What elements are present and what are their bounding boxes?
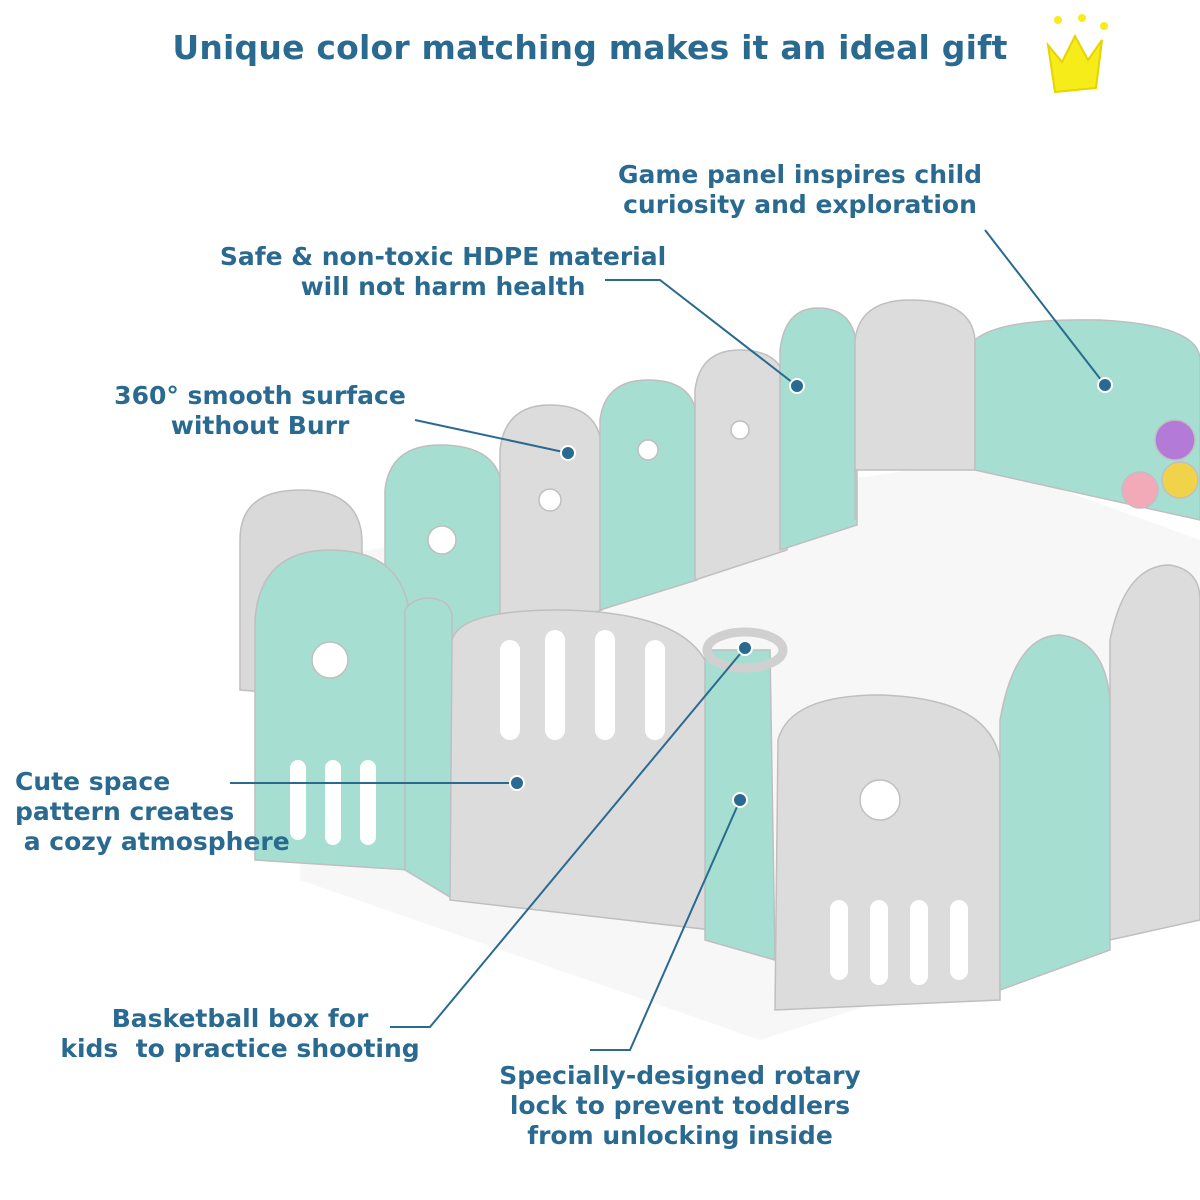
callout-line: from unlocking inside [527,1121,833,1150]
callout-basketball: Basketball box for kids to practice shoo… [40,1004,440,1064]
callout-line: without Burr [170,411,350,440]
callout-line: Safe & non-toxic HDPE material [219,242,667,271]
callout-pattern: Cute space pattern creates a cozy atmosp… [15,767,290,857]
crown-icon [1046,14,1108,94]
callout-line: will not harm health [300,272,586,301]
callout-dots [509,377,1113,808]
callout-game-panel: Game panel inspires child curiosity and … [560,160,1040,220]
callout-surface: 360° smooth surface without Burr [90,381,430,441]
gate-panel [449,609,713,931]
callout-lock: Specially-designed rotary lock to preven… [470,1061,890,1151]
callout-line: Cute space [15,767,171,796]
callout-line: Specially-designed rotary [499,1061,861,1090]
callout-line: 360° smooth surface [114,381,406,410]
callout-line: kids to practice shooting [60,1034,420,1063]
callout-line: lock to prevent toddlers [509,1091,851,1120]
basketball-hoop [702,627,788,673]
callout-line: a cozy atmosphere [15,827,290,856]
callout-line: pattern creates [15,797,235,826]
callout-line: Game panel inspires child [617,160,983,189]
callout-material: Safe & non-toxic HDPE material will not … [190,242,696,302]
leader-lines [230,229,1106,1051]
callout-line: curiosity and exploration [623,190,977,219]
callout-line: Basketball box for [111,1004,369,1033]
front-panels [254,549,1200,1011]
page-title: Unique color matching makes it an ideal … [172,28,1008,67]
